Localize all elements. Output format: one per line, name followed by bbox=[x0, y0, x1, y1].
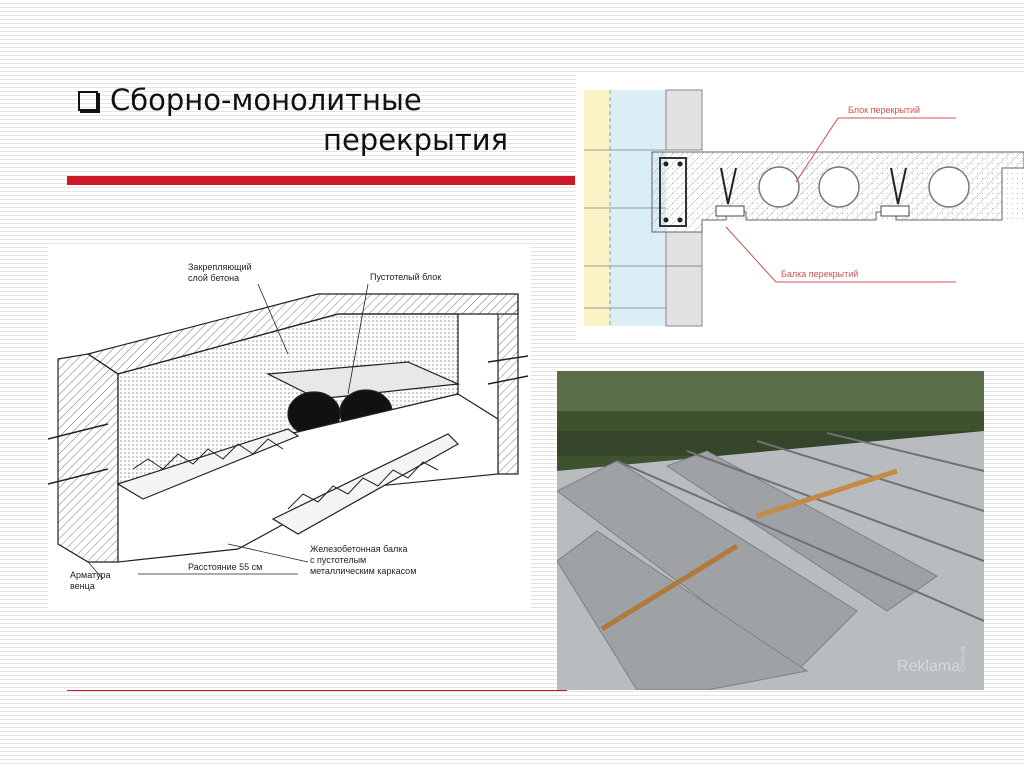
left-wall bbox=[57, 353, 119, 563]
label-distance: Расстояние 55 см bbox=[188, 562, 262, 572]
hollow-block bbox=[265, 361, 461, 400]
label-concrete-2: слой бетона bbox=[188, 273, 239, 283]
label-concrete-1: Закрепляющий bbox=[188, 262, 252, 272]
wall-block-top bbox=[665, 89, 703, 151]
section-drawing: Блок перекрытий Балка перекрытий bbox=[576, 72, 1024, 342]
watermark-2: Com.ua bbox=[960, 646, 967, 671]
beam-left bbox=[116, 428, 300, 500]
construction-photo-svg: Reklama Com.ua bbox=[557, 371, 984, 690]
label-beam-1: Железобетонная балка bbox=[310, 544, 407, 554]
section-drawing-svg: Блок перекрытий Балка перекрытий bbox=[584, 89, 1024, 327]
footer-divider bbox=[67, 690, 567, 691]
label-beam-2: с пустотелым bbox=[310, 555, 366, 565]
wooden-stick bbox=[600, 543, 739, 632]
wall-block-mid bbox=[665, 231, 703, 267]
isometric-drawing-svg: Закрепляющий слой бетона Пустотелый блок… bbox=[48, 262, 529, 591]
label-hollow-block: Пустотелый блок bbox=[370, 272, 441, 282]
leader-block bbox=[795, 117, 839, 183]
wall-block-bottom bbox=[665, 265, 703, 327]
title-line-2: перекрытия bbox=[323, 123, 509, 157]
label-beam-3: металлическим каркасом bbox=[310, 566, 416, 576]
label-rebar-2: венца bbox=[70, 581, 95, 591]
isometric-drawing: Закрепляющий слой бетона Пустотелый блок… bbox=[48, 244, 530, 608]
leader-beam bbox=[725, 226, 956, 283]
right-wall bbox=[497, 294, 519, 475]
watermark-1: Reklama bbox=[897, 658, 960, 675]
ring-beam bbox=[659, 157, 687, 227]
label-beam: Балка перекрытий bbox=[781, 269, 858, 279]
title-line-1: Сборно-монолитные bbox=[110, 83, 422, 117]
beam-right bbox=[271, 433, 459, 535]
title-underline-bar bbox=[67, 176, 575, 185]
construction-photo: Reklama Com.ua bbox=[557, 371, 984, 690]
slide-title: Сборно-монолитные перекрытия bbox=[78, 80, 548, 160]
label-rebar-1: Арматура bbox=[70, 570, 111, 580]
label-block: Блок перекрытий bbox=[848, 105, 920, 115]
checkbox-bullet-icon bbox=[78, 91, 98, 111]
